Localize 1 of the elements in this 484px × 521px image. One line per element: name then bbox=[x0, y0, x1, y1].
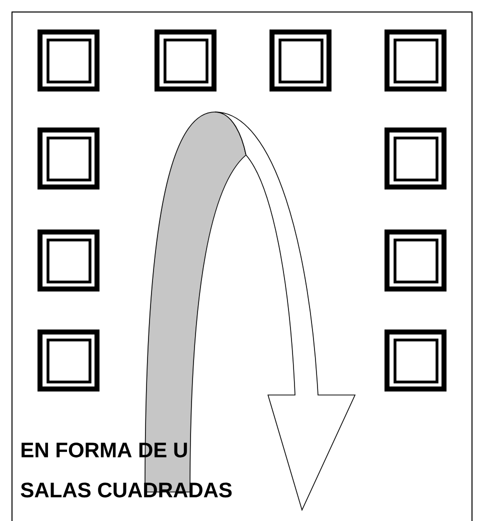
caption-text: SALAS CUADRADAS bbox=[20, 482, 232, 498]
